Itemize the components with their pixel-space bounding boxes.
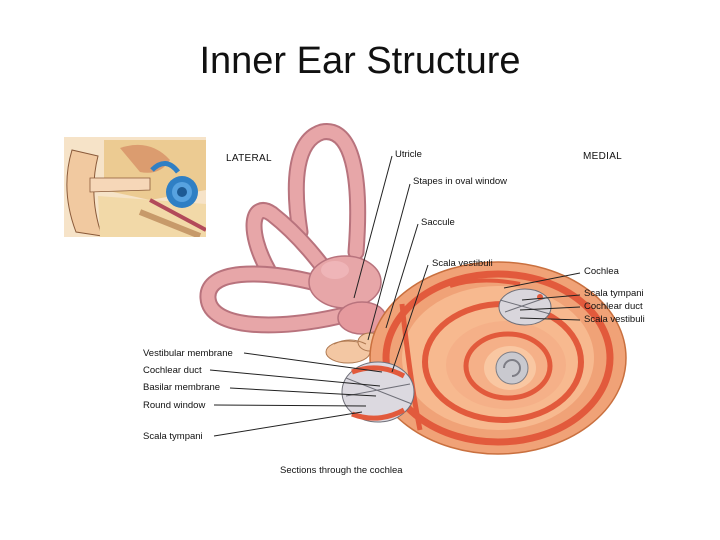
label-round-window: Round window (143, 400, 205, 411)
label-cochlear-duct-left: Cochlear duct (143, 365, 202, 376)
label-saccule: Saccule (421, 217, 455, 228)
ear-inset-illustration (64, 137, 206, 237)
label-utricle: Utricle (395, 149, 422, 160)
label-scala-vestibuli-right: Scala vestibuli (584, 314, 645, 325)
label-scala-vestibuli-top: Scala vestibuli (432, 258, 493, 269)
leader-lines (209, 155, 581, 437)
cochlea-cross-section-top (498, 288, 552, 326)
label-cochlear-duct-right: Cochlear duct (584, 301, 643, 312)
slide-title: Inner Ear Structure (199, 40, 521, 82)
cochlea-cross-section-left (341, 361, 415, 423)
label-stapes-in-oval-window: Stapes in oval window (413, 176, 507, 187)
figure-caption: Sections through the cochlea (280, 465, 403, 476)
label-cochlea: Cochlea (584, 266, 620, 277)
label-basilar-membrane: Basilar membrane (143, 382, 220, 393)
label-scala-tympani-right: Scala tympani (584, 288, 644, 299)
label-vestibular-membrane: Vestibular membrane (143, 348, 233, 359)
cochlea (369, 261, 627, 455)
label-scala-tympani-left: Scala tympani (143, 431, 203, 442)
vestibule (308, 255, 387, 335)
label-medial: MEDIAL (583, 151, 622, 162)
label-lateral: LATERAL (226, 153, 272, 164)
